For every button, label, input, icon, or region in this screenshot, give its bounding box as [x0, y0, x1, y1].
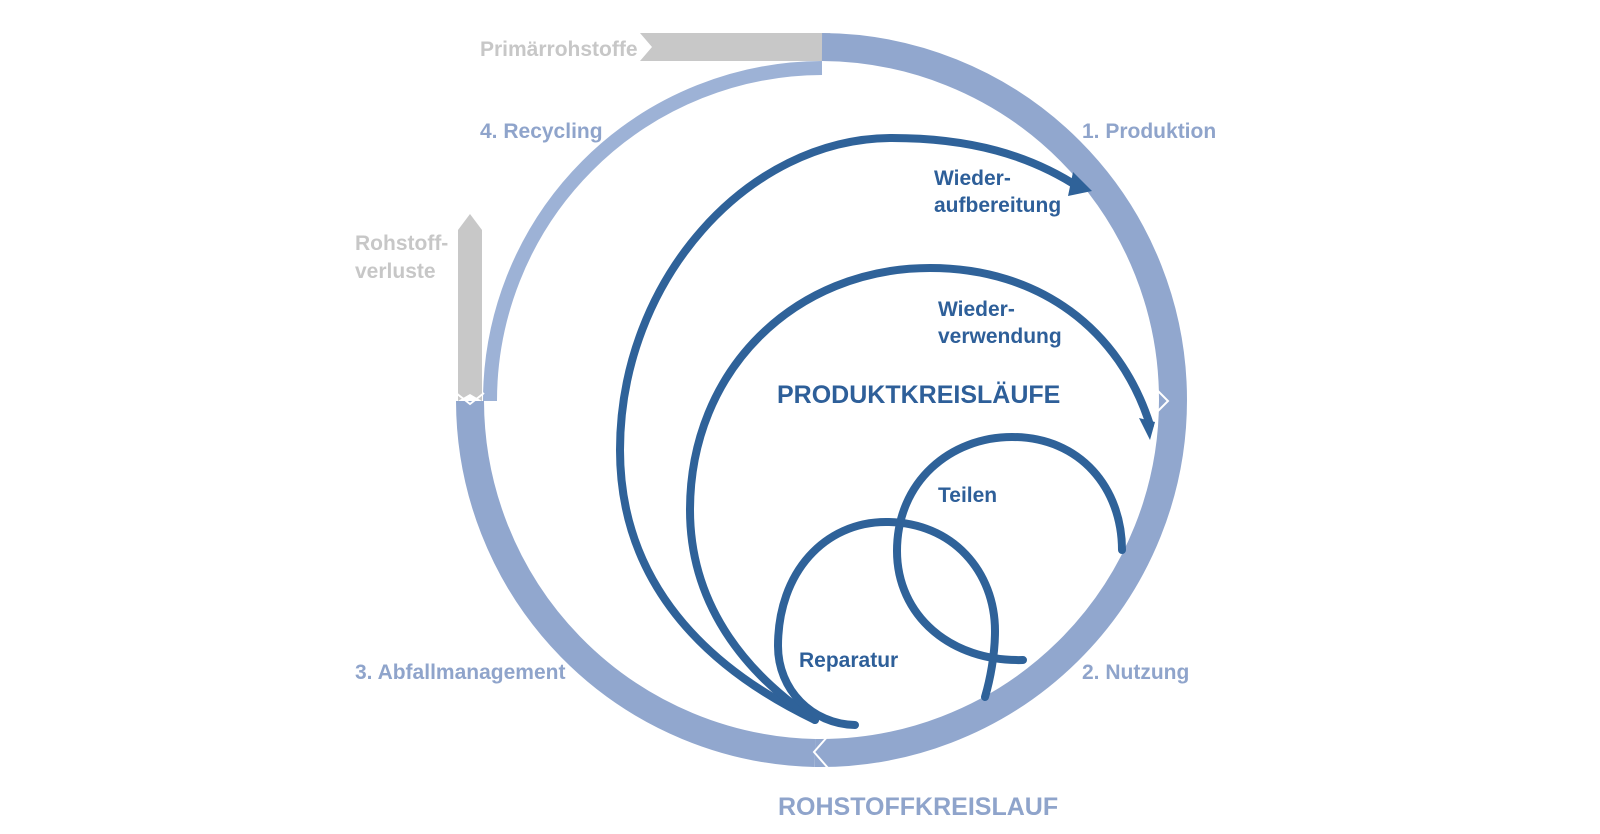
primary-raw-materials-arrow: [640, 33, 845, 61]
outer-ring-chevron-right: [1153, 386, 1170, 416]
remanufacturing-loop: [615, 133, 1084, 724]
stage-production-label: 1. Produktion: [1082, 120, 1216, 143]
remanufacturing-label-line1: Wieder-: [934, 167, 1011, 190]
outer-ring-usage-segment: [814, 399, 1187, 768]
remanufacturing-arrowhead: [1068, 172, 1092, 196]
raw-material-losses-label-line1: Rohstoff-: [355, 232, 448, 255]
raw-material-losses-arrow: [458, 214, 482, 401]
reuse-label-line2: verwendung: [938, 325, 1062, 348]
raw-material-cycle-title: ROHSTOFFKREISLAUF: [778, 793, 1058, 821]
remanufacturing-label-line2: aufbereitung: [934, 194, 1061, 217]
reuse-label-line1: Wieder-: [938, 298, 1015, 321]
stage-usage-label: 2. Nutzung: [1082, 661, 1189, 684]
raw-material-losses-label-line2: verluste: [355, 260, 436, 283]
stage-waste-label: 3. Abfallmanagement: [355, 661, 565, 684]
stage-recycling-label: 4. Recycling: [480, 120, 603, 143]
outer-ring-chevron-left: [455, 392, 485, 406]
outer-ring-recycling-segment: [483, 61, 823, 402]
repair-loop: [773, 517, 1000, 729]
primary-raw-materials-label: Primärrohstoffe: [480, 38, 638, 61]
reuse-loop: [685, 263, 1154, 724]
outer-ring-chevron-bottom: [812, 735, 829, 769]
repair-label: Reparatur: [799, 649, 898, 672]
outer-ring-waste-segment: [456, 400, 816, 767]
product-cycles-title: PRODUKTKREISLÄUFE: [777, 381, 1060, 409]
sharing-loop: [892, 432, 1126, 665]
outer-ring-production-segment: [821, 33, 1187, 401]
reuse-arrowhead: [1139, 418, 1155, 440]
sharing-label: Teilen: [938, 484, 997, 507]
